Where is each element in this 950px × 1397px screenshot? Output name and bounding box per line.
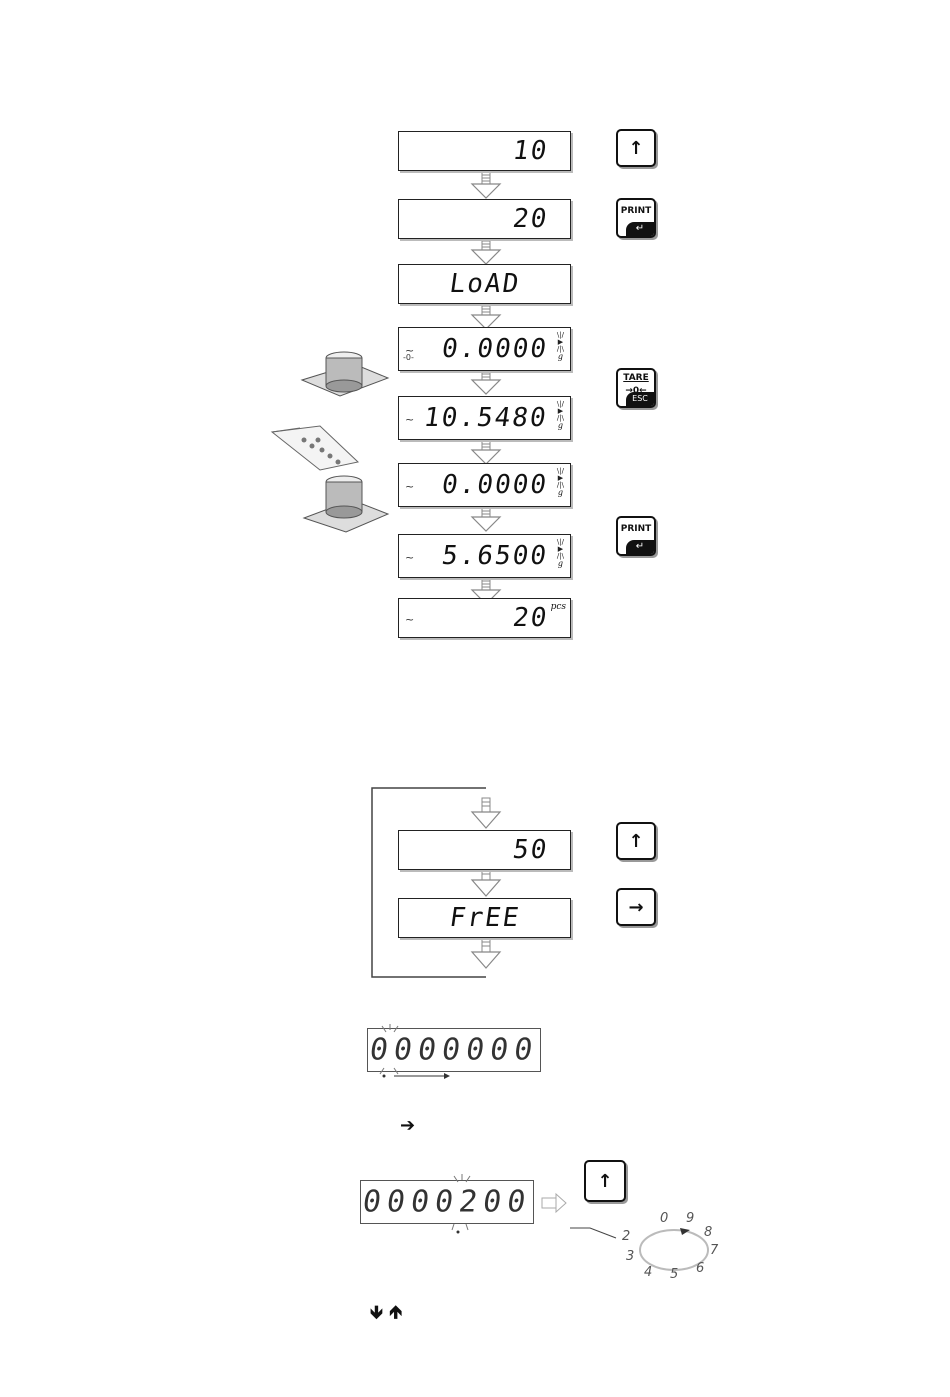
flow-arrow (472, 238, 500, 264)
display-value: 5.6500 (440, 541, 550, 571)
unit-label: g (558, 421, 563, 430)
up-arrow-key[interactable]: ↑ (616, 129, 656, 167)
zero-indicator: -0- (403, 353, 414, 362)
print-key[interactable]: PRINT ↵ (616, 516, 656, 556)
print-key-label: PRINT (618, 206, 654, 216)
display-load: LoAD (398, 264, 571, 304)
display-container-weight: ~ \|/▶/|\ g 10.5480 (398, 396, 571, 440)
flow-arrow (472, 303, 500, 329)
dial-digit: 5 (670, 1267, 678, 1282)
right-arrow-key[interactable]: → (616, 888, 656, 926)
print-key[interactable]: PRINT ↵ (616, 198, 656, 238)
flow-arrow (472, 368, 500, 394)
digit-blink-indicator (440, 1172, 580, 1242)
dial-digit: 9 (686, 1211, 694, 1226)
dial-digit: 0 (660, 1211, 668, 1226)
down-up-arrows-icon: 🡻 🡹 (370, 1300, 402, 1330)
flow-arrow (472, 798, 500, 828)
enter-icon: ↵ (626, 540, 654, 554)
dial-digit: 6 (696, 1261, 704, 1276)
display-value: 0.0000 (440, 334, 550, 364)
dial-digit: 8 (704, 1225, 712, 1240)
display-free: FrEE (398, 898, 571, 938)
up-arrow-icon: ↑ (628, 831, 643, 852)
esc-label: ESC (626, 392, 654, 406)
scoop-pouring-illustration (272, 426, 388, 532)
unit-label: pcs (551, 602, 566, 612)
flow-arrow (472, 172, 500, 198)
digit-cycle-dial: 0 9 8 7 6 5 4 3 2 (570, 1200, 730, 1290)
display-20: 20 (398, 199, 571, 239)
unit-label: g (558, 488, 563, 497)
up-arrow-key[interactable]: ↑ (616, 822, 656, 860)
display-value: FrEE (447, 903, 522, 933)
dial-digit: 7 (710, 1243, 719, 1258)
display-value: LoAD (447, 269, 522, 299)
cursor-indicator (370, 1022, 470, 1082)
flow-arrow (472, 505, 500, 531)
motion-indicator-icon: ~ (405, 413, 414, 426)
right-arrow-icon: ➔ (400, 1115, 415, 1136)
motion-indicator-icon: ~ (405, 480, 414, 493)
right-arrow-icon: → (628, 897, 643, 918)
enter-icon: ↵ (626, 222, 654, 236)
stability-indicator-icon: \|/▶/|\ (557, 401, 564, 422)
display-tared-zero: ~ \|/▶/|\ g 0.0000 (398, 463, 571, 507)
print-key-label: PRINT (618, 524, 654, 534)
display-value: 0.0000 (440, 470, 550, 500)
unit-label: g (558, 559, 563, 568)
display-value: 10.5480 (422, 403, 550, 433)
motion-indicator-icon: ~ (405, 613, 414, 626)
flow-arrow (472, 438, 500, 464)
flow-2-loop (0, 770, 950, 990)
display-value: 20 (511, 204, 551, 234)
up-arrow-icon: ↑ (597, 1171, 612, 1192)
display-value: 50 (511, 835, 551, 865)
up-arrow-key[interactable]: ↑ (584, 1160, 626, 1202)
flow-arrow (472, 866, 500, 896)
display-50: 50 (398, 830, 571, 870)
container-on-pan-illustration (302, 352, 388, 396)
dial-digit: 3 (626, 1249, 634, 1264)
motion-indicator-icon: ~ (405, 551, 414, 564)
tare-esc-key[interactable]: TARE →0← ESC (616, 368, 656, 408)
display-sample-weight: ~ \|/▶/|\ g 5.6500 (398, 534, 571, 578)
unit-label: g (558, 352, 563, 361)
dial-digit: 4 (644, 1265, 652, 1280)
stability-indicator-icon: \|/▶/|\ (557, 468, 564, 489)
stability-indicator-icon: \|/▶/|\ (557, 539, 564, 560)
stability-indicator-icon: \|/▶/|\ (557, 332, 564, 353)
display-value: 20 (511, 603, 551, 633)
display-value: 10 (511, 136, 551, 166)
display-10: 10 (398, 131, 571, 171)
display-zero-tare: ~ -0- \|/▶/|\ g 0.0000 (398, 327, 571, 371)
up-arrow-icon: ↑ (628, 138, 643, 159)
dial-digit: 2 (622, 1229, 630, 1244)
tare-key-label: TARE (618, 373, 654, 383)
display-pcs-count: ~ pcs 20 (398, 598, 571, 638)
flow-arrow (472, 938, 500, 968)
